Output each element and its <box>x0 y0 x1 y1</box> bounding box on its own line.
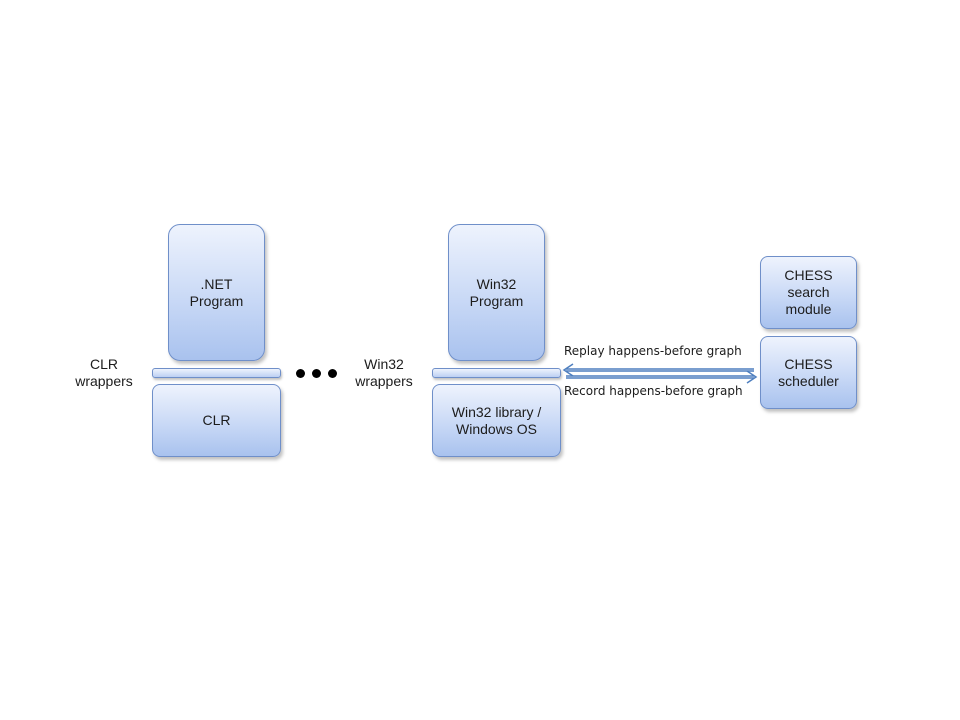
replay-arrow-label: Replay happens-before graph <box>564 344 742 358</box>
ellipsis-dot <box>328 369 337 378</box>
ellipsis-dot <box>312 369 321 378</box>
clr-wrappers-bar <box>152 368 281 378</box>
win32-program-box: Win32 Program <box>448 224 545 361</box>
record-arrow-label: Record happens-before graph <box>564 384 743 398</box>
win32-wrappers-label: Win32 wrappers <box>355 356 413 389</box>
clr-box: CLR <box>152 384 281 457</box>
record-arrow <box>566 370 758 384</box>
net-program-box: .NET Program <box>168 224 265 361</box>
clr-wrappers-label: CLR wrappers <box>75 356 133 389</box>
chess-search-module-box: CHESS search module <box>760 256 857 329</box>
win32-library-box: Win32 library / Windows OS <box>432 384 561 457</box>
ellipsis-dot <box>296 369 305 378</box>
chess-scheduler-box: CHESS scheduler <box>760 336 857 409</box>
replay-arrow <box>562 363 754 377</box>
win32-wrappers-bar <box>432 368 561 378</box>
